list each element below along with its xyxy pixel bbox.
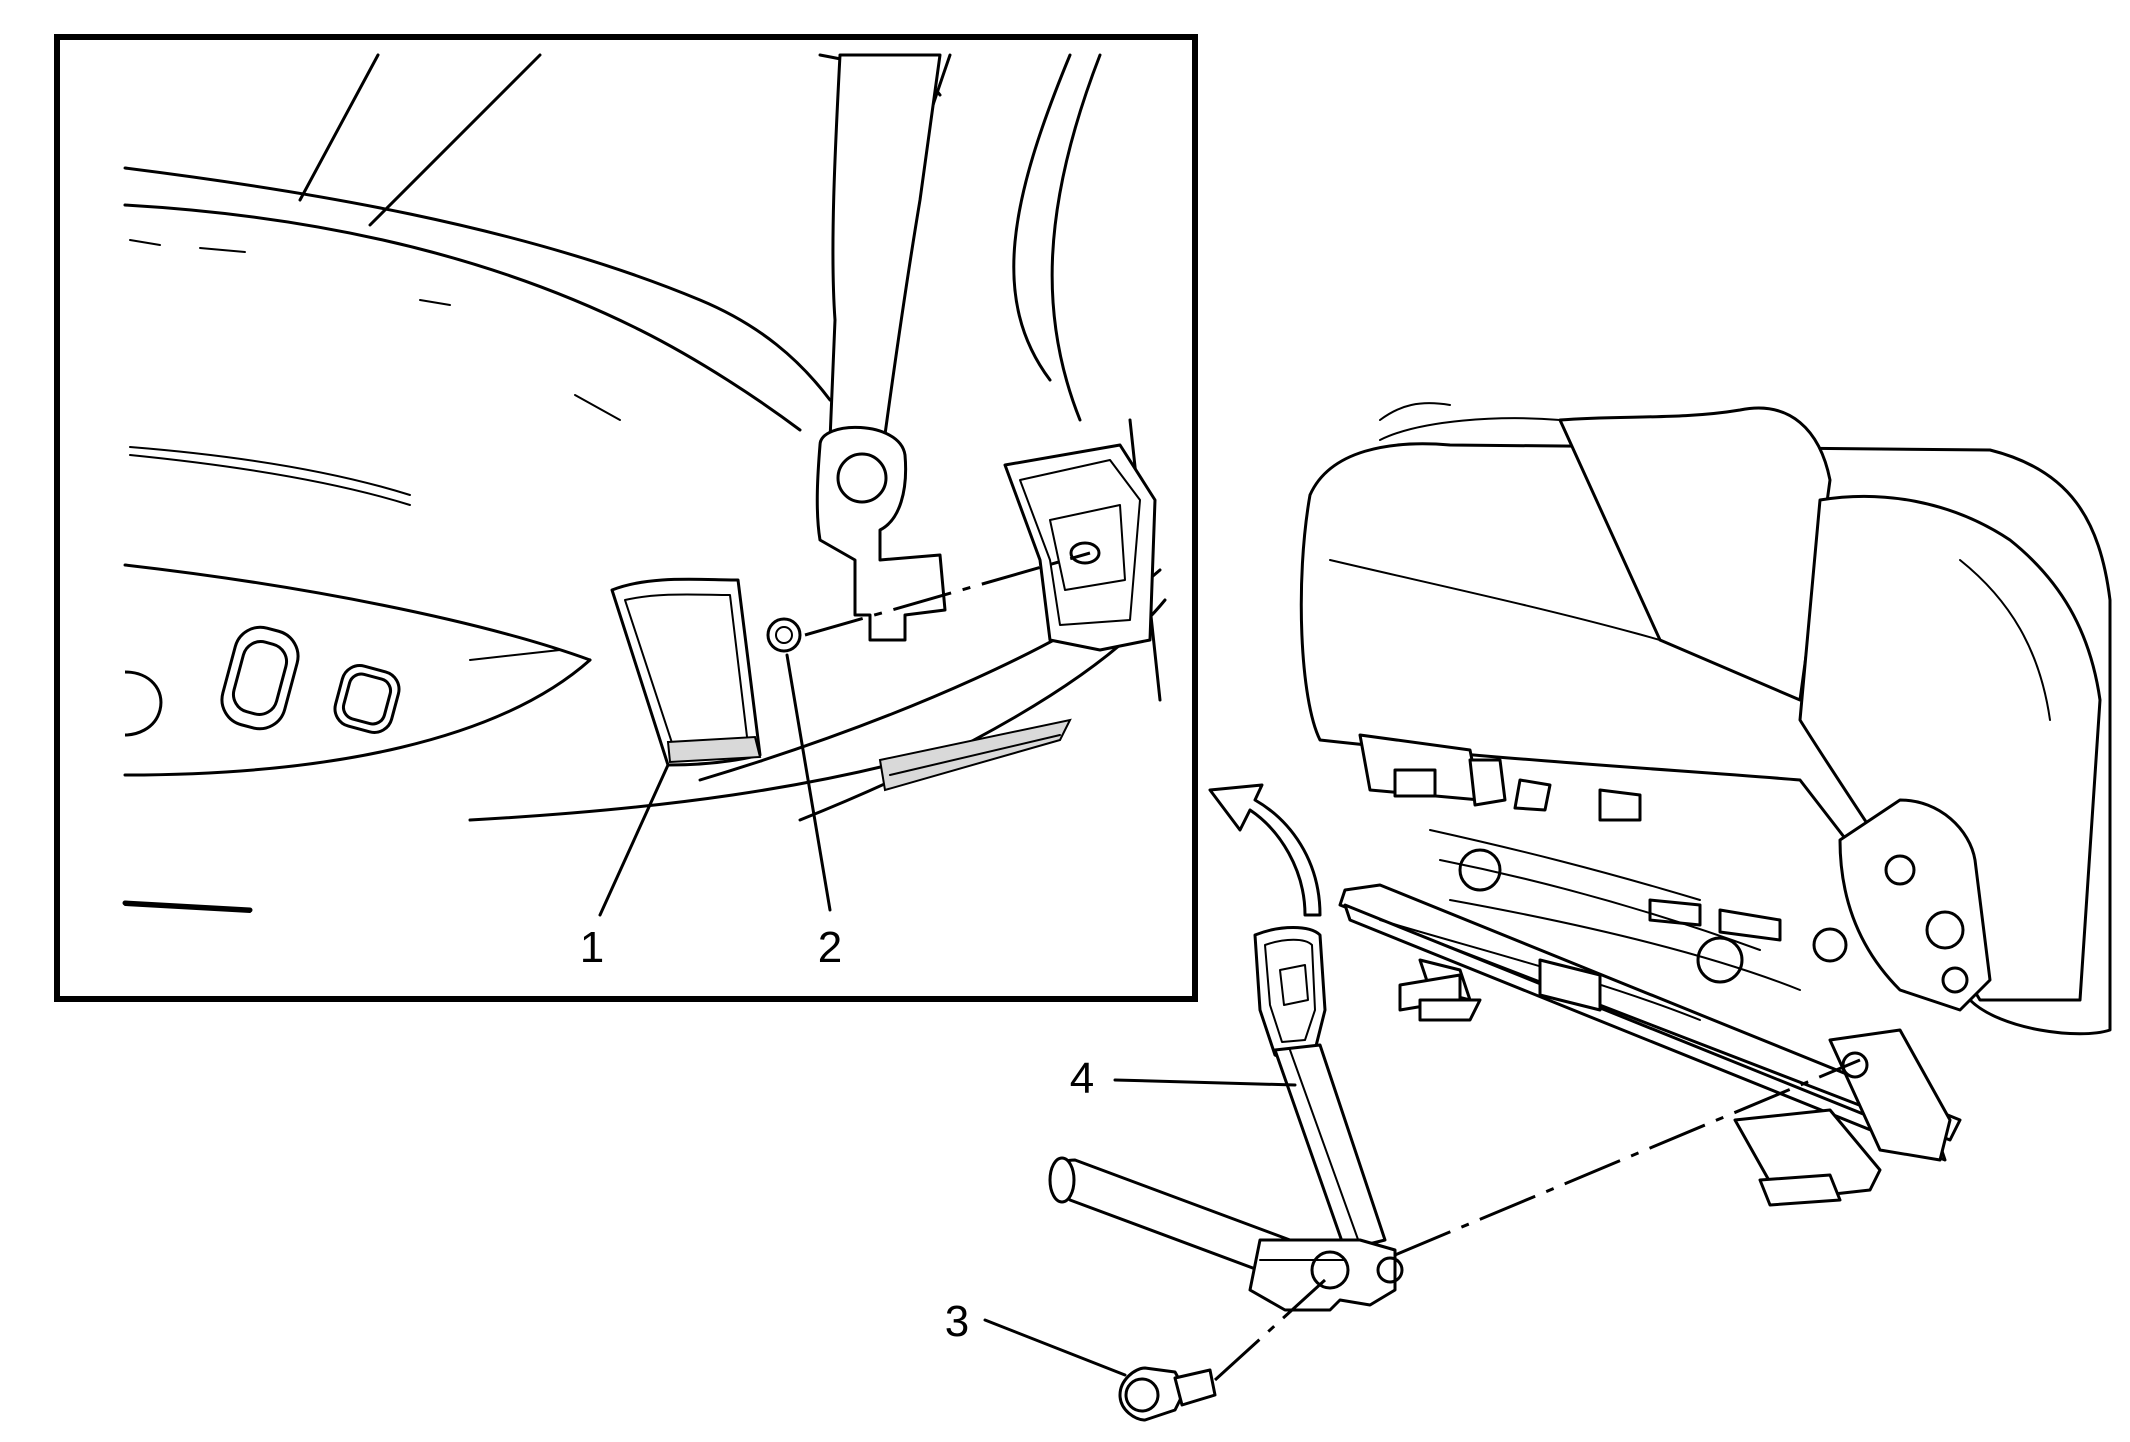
lower-bolt [1118, 1278, 1327, 1422]
callout-3: 3 [945, 1297, 969, 1346]
callout-1: 1 [580, 923, 604, 972]
inset-frame [54, 34, 1198, 1002]
belt-anchor-cover [610, 577, 762, 767]
leader-line-3 [983, 1318, 1127, 1377]
callout-4: 4 [1070, 1054, 1094, 1103]
belt-buckle-assembly [1048, 926, 1861, 1312]
seat-assembly [1299, 402, 2112, 1207]
detail-inset: 1 2 [54, 34, 1198, 1002]
seat-switch-panel [123, 563, 592, 777]
callout-2: 2 [818, 923, 842, 972]
seat-belt-anchor [815, 53, 1157, 792]
view-arrow [1208, 783, 1322, 917]
leader-line-2 [785, 653, 832, 912]
leader-line-4 [1113, 1078, 1297, 1087]
inset-bolt [766, 551, 1091, 653]
leader-line-1 [598, 763, 670, 917]
